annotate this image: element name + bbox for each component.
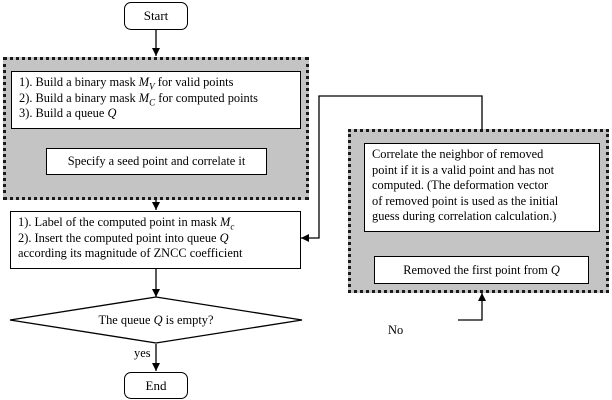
arrow-no-to-remove: [458, 293, 486, 321]
start-label: Start: [143, 8, 169, 23]
build-line-1: 1). Build a binary mask MV for valid poi…: [19, 75, 234, 92]
seed-point-box: Specify a seed point and correlate it: [46, 148, 267, 175]
arrow-loop-back: [301, 95, 483, 242]
label-insert-box: 1). Label of the computed point in mask …: [10, 211, 301, 269]
no-label: No: [388, 323, 404, 337]
correlate-neighbor-box: Correlate the neighbor of removed point …: [364, 143, 600, 232]
label-line-3: according its magnitude of ZNCC coeffici…: [18, 246, 243, 261]
decision-text: The queue Q is empty?: [98, 313, 214, 327]
start-terminal: Start: [124, 2, 188, 30]
label-line-1: 1). Label of the computed point in mask …: [18, 215, 235, 232]
build-masks-box: 1). Build a binary mask MV for valid poi…: [11, 71, 301, 129]
build-line-2: 2). Build a binary mask MC for computed …: [19, 90, 259, 108]
build-line-3: 3). Build a queue Q: [19, 106, 117, 121]
end-terminal: End: [124, 372, 188, 399]
end-label: End: [145, 378, 167, 393]
remove-first-point-box: Removed the first point from Q: [374, 256, 589, 284]
decision-diamond: [9, 296, 303, 344]
yes-label: yes: [134, 346, 151, 360]
label-line-2: 2). Insert the computed point into queue…: [18, 230, 229, 245]
